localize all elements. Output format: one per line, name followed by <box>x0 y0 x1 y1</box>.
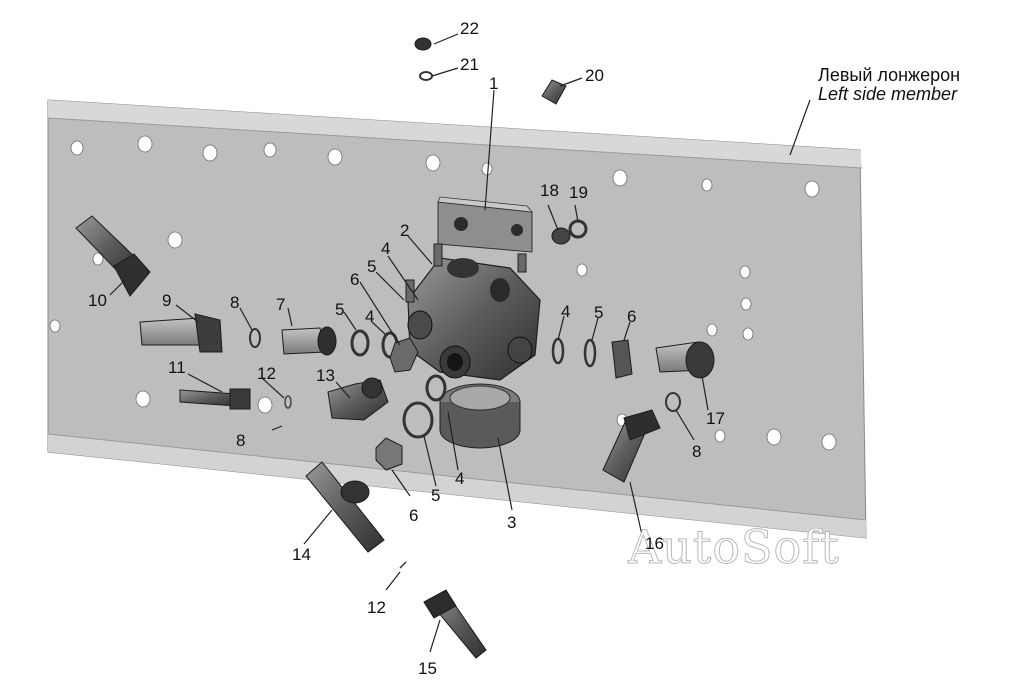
callout-5-right: 5 <box>594 303 604 322</box>
callout-15: 15 <box>418 659 437 678</box>
callout-4-top: 4 <box>381 239 391 258</box>
valve-body <box>405 243 541 381</box>
frame-holes <box>49 135 837 451</box>
callout-6-top: 6 <box>350 270 360 289</box>
callout-20: 20 <box>585 66 604 85</box>
caption-en: Left side member <box>818 83 958 104</box>
caption-ru: Левый лонжерон <box>818 65 961 85</box>
callout-8-left: 8 <box>230 293 240 312</box>
callout-13: 13 <box>316 366 335 385</box>
callout-1: 1 <box>489 74 499 93</box>
callout-2: 2 <box>400 221 410 240</box>
watermark: AutoSoft <box>628 520 840 575</box>
callout-16: 16 <box>645 534 664 553</box>
callout-19: 19 <box>569 183 588 202</box>
left-fittings <box>75 215 447 471</box>
callout-18: 18 <box>540 181 559 200</box>
side-member-caption: Левый лонжерон Left side member <box>818 66 960 104</box>
bottom-fittings <box>305 461 487 659</box>
callout-11: 11 <box>168 358 186 377</box>
callout-4-right: 4 <box>561 302 571 321</box>
callout-4-bottom: 4 <box>455 469 465 488</box>
callout-6-right: 6 <box>627 307 637 326</box>
bracket-part <box>437 196 533 253</box>
callout-14: 14 <box>292 545 311 564</box>
callout-12-left: 12 <box>257 364 276 383</box>
callout-22: 22 <box>460 19 479 38</box>
callout-9: 9 <box>162 291 172 310</box>
callout-6-bottom: 6 <box>409 506 419 525</box>
valve-drum <box>439 383 521 449</box>
callout-5-bottom: 5 <box>431 486 441 505</box>
leader-lines <box>109 33 811 653</box>
callout-4-left: 4 <box>365 307 375 326</box>
callout-21: 21 <box>460 55 479 74</box>
right-fittings <box>551 337 715 483</box>
callout-10: 10 <box>88 291 107 310</box>
callout-5-top: 5 <box>367 257 377 276</box>
callout-17: 17 <box>706 409 725 428</box>
callout-3: 3 <box>507 513 517 532</box>
callout-8-bottom: 8 <box>236 431 246 450</box>
callout-5-left: 5 <box>335 300 345 319</box>
callout-8-right: 8 <box>692 442 702 461</box>
callout-12-bottom: 12 <box>367 598 386 617</box>
callout-7: 7 <box>276 295 286 314</box>
